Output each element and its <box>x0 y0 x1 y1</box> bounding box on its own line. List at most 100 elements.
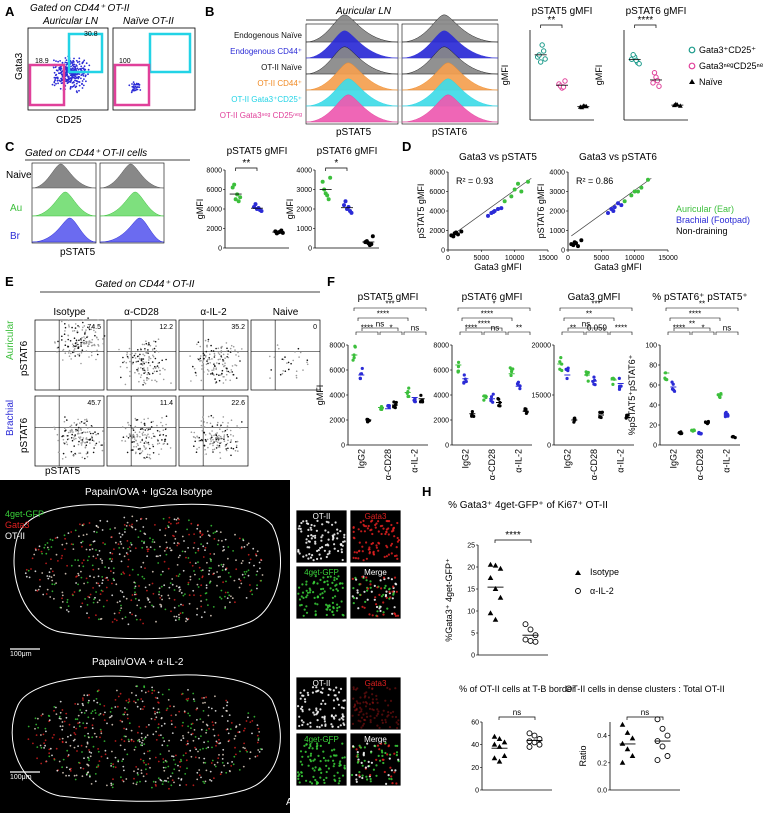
flow-event <box>61 335 63 338</box>
tile-cell <box>366 778 369 781</box>
flow-event <box>73 422 76 424</box>
speckle <box>58 717 61 720</box>
speckle <box>193 533 196 535</box>
flow-event <box>83 336 85 338</box>
speckle <box>204 592 207 595</box>
speckle <box>200 776 202 779</box>
speckle <box>44 727 47 730</box>
flow-event <box>206 373 209 376</box>
flow-event <box>148 355 150 358</box>
flow-event <box>81 336 83 339</box>
sig-label: *** <box>591 300 600 309</box>
speckle <box>47 577 50 580</box>
tile-cell <box>315 707 318 710</box>
tile-cell <box>381 751 384 754</box>
flow-event <box>203 421 205 423</box>
tile-cell <box>371 708 374 711</box>
flow-event <box>221 430 224 433</box>
speckle <box>190 733 193 736</box>
flow-event <box>86 431 89 433</box>
sig-bracket <box>403 331 427 335</box>
speckle <box>88 751 91 753</box>
speckle <box>123 727 125 730</box>
flow-event <box>220 351 223 354</box>
flow-event <box>142 361 145 363</box>
speckle <box>45 593 48 595</box>
tile-cell <box>320 536 323 539</box>
tile-cell <box>329 587 332 590</box>
flow-event <box>210 373 212 375</box>
tile-cell <box>355 551 359 554</box>
speckle <box>131 594 134 596</box>
tile-cell <box>366 715 369 719</box>
speckle <box>222 581 225 584</box>
tile-cell <box>374 745 377 748</box>
speckle <box>175 575 178 577</box>
speckle <box>196 527 199 530</box>
flow-dot <box>65 69 68 72</box>
speckle <box>192 589 195 592</box>
speckle <box>203 782 206 784</box>
flow-event <box>128 347 131 350</box>
flow-event <box>196 448 198 450</box>
speckle <box>186 528 189 531</box>
speckle <box>136 685 139 688</box>
speckle <box>157 777 160 780</box>
speckle <box>190 755 193 758</box>
tile-cell <box>332 607 335 610</box>
speckle <box>123 748 126 751</box>
speckle <box>134 591 136 594</box>
e-col-label: α-CD28 <box>124 307 159 318</box>
data-point <box>253 202 258 207</box>
speckle <box>187 697 190 700</box>
tile-cell <box>331 538 334 541</box>
speckle <box>102 605 105 608</box>
flow-dot <box>55 82 57 85</box>
flow-event <box>222 382 225 384</box>
speckle <box>257 737 260 740</box>
flow-event <box>77 347 80 350</box>
speckle <box>229 575 232 578</box>
speckle <box>197 523 199 526</box>
speckle <box>42 593 45 596</box>
speckle <box>66 749 69 752</box>
speckle <box>212 728 215 731</box>
data-point <box>491 741 498 747</box>
flow-event <box>208 370 210 372</box>
data-point <box>579 104 585 110</box>
tile-cell <box>359 702 362 705</box>
d-ylabel: pSTAT5 gMFI <box>416 184 426 239</box>
flow-event <box>86 420 88 423</box>
tile-cell <box>325 770 328 774</box>
speckle <box>37 548 40 551</box>
flow-event <box>146 435 148 437</box>
flow-event <box>148 357 150 359</box>
data-point <box>420 400 425 404</box>
speckle <box>101 529 104 531</box>
speckle <box>172 755 175 758</box>
data-point <box>497 397 501 401</box>
flow-event <box>164 440 166 442</box>
data-point <box>566 367 570 372</box>
sig-label: **** <box>481 310 493 319</box>
speckle <box>210 567 212 570</box>
speckle <box>74 778 77 781</box>
flow-event <box>281 358 284 361</box>
speckle <box>149 766 151 769</box>
speckle <box>205 598 208 601</box>
tile-cell <box>354 557 357 560</box>
speckle <box>195 708 198 711</box>
flow-event <box>86 438 89 441</box>
flow-event <box>61 435 63 438</box>
flow-event <box>121 426 124 428</box>
data-point <box>352 356 356 360</box>
speckle <box>185 620 187 623</box>
tile-cell <box>319 547 322 550</box>
tile-cell <box>314 766 317 769</box>
speckle <box>53 757 56 760</box>
tile-cell <box>308 540 311 543</box>
tile-cell <box>301 723 304 727</box>
speckle <box>123 555 126 558</box>
flow-event <box>150 437 153 439</box>
